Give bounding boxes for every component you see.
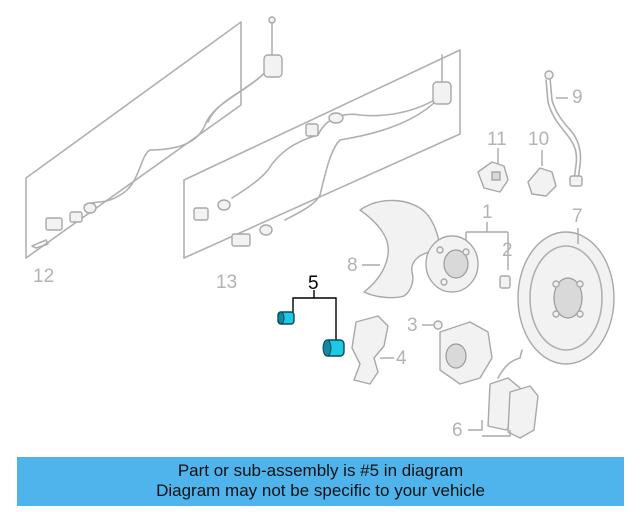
brake-hose-9 [544, 70, 583, 187]
callout-2: 2 [502, 240, 513, 261]
wheel-hub-1 [425, 222, 508, 293]
callout-11: 11 [487, 129, 507, 150]
banner-line-1: Part or sub-assembly is #5 in diagram [177, 461, 464, 480]
callout-12: 12 [33, 266, 54, 287]
highlighted-part-5[interactable] [277, 290, 345, 357]
callout-9: 9 [572, 87, 583, 108]
brake-pads-6 [468, 349, 539, 439]
sensor-panel-13 [183, 49, 461, 259]
callout-3: 3 [407, 315, 418, 336]
bushing-small[interactable] [277, 311, 295, 325]
callout-13: 13 [216, 272, 237, 293]
info-banner: Part or sub-assembly is #5 in diagram Di… [17, 457, 624, 506]
callout-7: 7 [572, 206, 583, 227]
brake-disc-7 [517, 228, 615, 365]
sensor-11 [477, 148, 509, 193]
callout-6: 6 [452, 420, 463, 441]
caliper-carrier-4 [351, 315, 394, 385]
bracket-10 [527, 150, 557, 197]
callout-1: 1 [482, 202, 493, 223]
sensor-panel-12 [25, 16, 283, 259]
callout-4: 4 [396, 348, 407, 369]
brake-caliper-3 [422, 320, 493, 385]
bolt-2 [499, 232, 511, 289]
callout-10: 10 [528, 129, 549, 150]
callout-8: 8 [347, 255, 358, 276]
bushing-large[interactable] [322, 339, 345, 357]
banner-line-2: Diagram may not be specific to your vehi… [156, 481, 485, 500]
splash-shield-8 [359, 199, 441, 299]
callout-5: 5 [308, 273, 319, 294]
